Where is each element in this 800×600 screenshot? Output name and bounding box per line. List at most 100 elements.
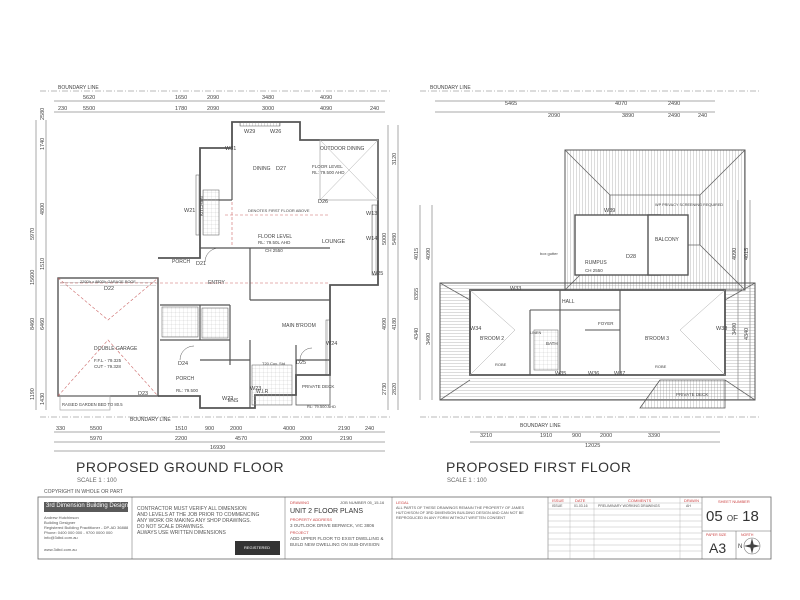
- raised-garden-bed: RAISED GARDEN BED TO 80.5: [62, 402, 123, 407]
- room-bath: BATH: [546, 341, 558, 346]
- dimension: 4090: [320, 95, 332, 101]
- dimension: 4015: [744, 248, 750, 260]
- garage-cut: CUT - 79.328: [94, 364, 121, 369]
- dimension: 2730: [382, 383, 388, 395]
- room-double-garage: DOUBLE GARAGE: [94, 346, 138, 352]
- dimension: 3890: [622, 113, 634, 119]
- t20-note: T20 Cov. Std: [262, 361, 285, 366]
- project-lines-line: ADD UPPER FLOOR TO EXIST DWELLING &: [290, 536, 384, 541]
- note-first-floor-above: DENOTES FIRST FLOOR ABOVE: [248, 208, 310, 213]
- contractor-notes-line: CONTRACTOR MUST VERIFY ALL DIMENSION: [137, 506, 247, 512]
- dimension: 15600: [30, 270, 36, 285]
- room-porch: PORCH: [172, 259, 190, 265]
- dimension: 900: [205, 426, 214, 432]
- room-hall: HALL: [562, 299, 575, 305]
- tag-w38: W38: [716, 326, 727, 332]
- room-level: FLOOR LEVEL: [258, 234, 292, 240]
- room-level: FLOOR LEVEL: [312, 164, 343, 169]
- sheet-current: 05: [706, 508, 723, 525]
- contractor-notes-line: ANY WORK OR MAKING ANY SHOP DRAWINGS.: [137, 518, 252, 524]
- tag-d23: D23: [138, 391, 148, 397]
- rev-row-comment: PRELIMINARY WORKING DRAWINGS: [598, 504, 660, 508]
- dimension: 8355: [414, 288, 420, 300]
- dimension: 4000: [283, 426, 295, 432]
- tag-w21: W21: [184, 208, 195, 214]
- rev-header-comments: COMMENTS: [628, 498, 652, 503]
- company-name: 3rd Dimension Building Design: [46, 503, 129, 509]
- sheet-number: 05 OF 18: [706, 508, 759, 525]
- dimension: 2490: [668, 101, 680, 107]
- tag-w22: W22: [222, 396, 233, 402]
- dimension: 3480: [262, 95, 274, 101]
- dimension: 4090: [426, 248, 432, 260]
- dimension: 3120: [392, 153, 398, 165]
- rev-row-drawn: AH: [686, 504, 691, 508]
- company-logo: [44, 502, 128, 512]
- tag-d27: D27: [276, 166, 286, 172]
- room-bedroom-2: B'ROOM 2: [480, 336, 504, 342]
- tag-d22: D22: [104, 286, 114, 292]
- deck-level: RL: 79.500 AHD: [307, 404, 336, 409]
- legal-label: LEGAL: [396, 500, 409, 505]
- dimension: 4090: [320, 106, 332, 112]
- title-block: [37, 496, 772, 560]
- room-rumpus: RUMPUS: [585, 260, 607, 266]
- first-floor-title: PROPOSED FIRST FLOOR: [446, 459, 632, 475]
- dimension: 240: [365, 426, 374, 432]
- room-private-deck: PRIVATE DECK: [302, 384, 334, 389]
- job-number: JOB NUMBER 05_15-16: [340, 500, 385, 505]
- company-lines-line: Andrew Hutchinson: [44, 515, 79, 520]
- rev-header-issue: ISSUE: [552, 498, 565, 503]
- company-lines-line: info@3dbd.com.au: [44, 535, 78, 540]
- project-lines-line: BUILD NEW DWELLING ON SUB-DIVISION: [290, 541, 380, 547]
- registered-label: REGISTERED: [244, 545, 271, 550]
- main-outline: [158, 121, 379, 409]
- property-label: PROPERTY ADDRESS: [290, 517, 333, 522]
- registered-badge: [235, 541, 280, 555]
- tag-w39: W39: [604, 208, 615, 214]
- dimension: 2000: [230, 426, 242, 432]
- room-bedroom-3: B'ROOM 3: [645, 336, 669, 342]
- tag-w24: W24: [326, 341, 337, 347]
- tag-w13: W13: [366, 211, 377, 217]
- room-entry: ENTRY: [208, 280, 226, 286]
- dimension: 1780: [175, 106, 187, 112]
- dimension: 2090: [207, 106, 219, 112]
- garage-roof-note: 220Dh x 880Dh GARAGE ROOF: [80, 280, 136, 284]
- tag-d28: D28: [626, 254, 636, 260]
- overall-dimension: 16930: [210, 445, 225, 451]
- tag-d26: D26: [318, 199, 328, 205]
- drawing-label: DRAWING: [290, 500, 310, 505]
- tag-w14: W14: [366, 236, 377, 242]
- dimension: 2000: [600, 433, 612, 439]
- paper-size-label: PAPER SIZE: [706, 533, 727, 537]
- company-lines-line: Building Designer: [44, 520, 76, 525]
- property-address: 3 OUTLOOK DRIVE BERWICK, VIC 3806: [290, 523, 375, 528]
- room-main-bedroom: MAIN B'ROOM: [282, 323, 316, 329]
- contractor-notes-line: ALWAYS USE WRITTEN DIMENSIONS: [137, 530, 226, 536]
- dimension: 2190: [338, 426, 350, 432]
- dimension: 2090: [207, 95, 219, 101]
- room-robe: ROBE: [495, 362, 507, 367]
- privacy-screen-note: WP PRIVACY SCREENING REQUIRED: [655, 203, 723, 207]
- rev-header-drawn: DRAWN: [684, 498, 699, 503]
- company-website[interactable]: www.3dbd.com.au: [44, 547, 77, 552]
- north-letter: N: [738, 544, 743, 550]
- dimension: 4090: [732, 248, 738, 260]
- north-arrow-icon: [743, 537, 761, 555]
- room-linen: LINEN: [530, 331, 541, 335]
- ground-floor-plan: [35, 90, 399, 452]
- dimension: 4015: [414, 248, 420, 260]
- contractor-notes-line: DO NOT SCALE DRAWINGS.: [137, 524, 205, 530]
- room-outdoor-dining: OUTDOOR DINING: [320, 146, 365, 152]
- dimension: 4070: [615, 101, 627, 107]
- ceiling-height: CH 2550: [265, 248, 283, 253]
- dimension: 4340: [744, 328, 750, 340]
- room-porch-low: PORCH: [176, 376, 194, 382]
- boundary-line-label: BOUNDARY LINE: [130, 417, 171, 423]
- dimension: 4800: [40, 203, 46, 215]
- dimension: 5970: [30, 228, 36, 240]
- dimension: 3390: [648, 433, 660, 439]
- room-kitchen: KITCHEN: [199, 196, 204, 216]
- boundary-line-label: BOUNDARY LINE: [520, 423, 561, 429]
